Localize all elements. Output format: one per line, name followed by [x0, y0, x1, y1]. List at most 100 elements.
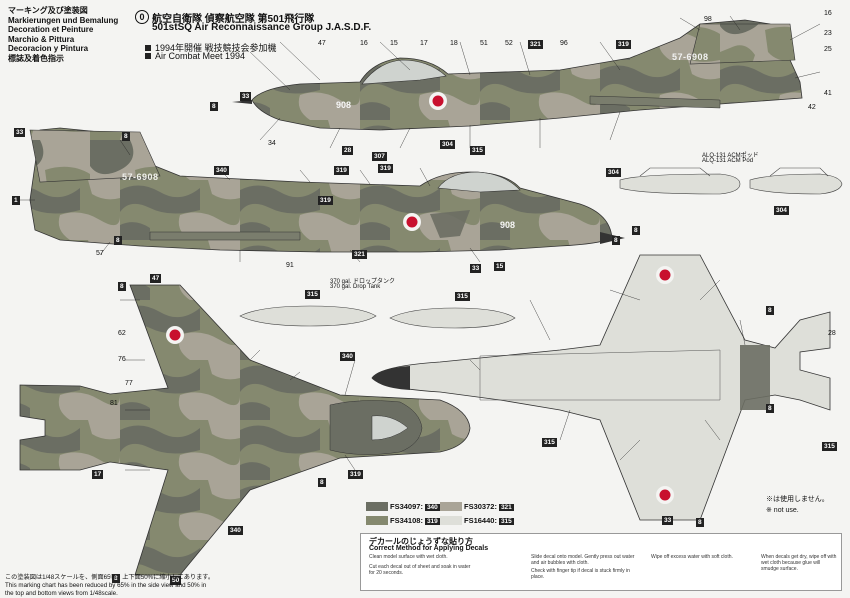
acm-pod-label-en: ALQ-131 ACM Pod — [702, 158, 754, 164]
not-use-note-jp: ※は使用しません。 — [766, 496, 829, 503]
callout: 57 — [96, 250, 104, 257]
legend-fs-3: FS34108:319 — [390, 516, 440, 525]
callout: 47 — [318, 40, 326, 47]
legend-swatch-1 — [366, 502, 388, 511]
scheme-number: 0 — [135, 10, 149, 24]
decal-step-2: Cut each decal out of sheet and soak in … — [369, 564, 471, 576]
decal-step-6: When decals get dry, wipe off with wet c… — [761, 554, 837, 572]
decal-method-title-jp: デカールのじょうずな貼り方 — [369, 537, 473, 546]
callout: 51 — [480, 40, 488, 47]
subtitle-jp: 1994年開催 戦技競技会参加機 — [145, 41, 277, 54]
callout: 321 — [352, 250, 367, 259]
callout: 33 — [240, 92, 252, 101]
callout: 307 — [372, 152, 387, 161]
header-line-jp: マーキング及び塗装図 — [8, 6, 88, 15]
callout: 340 — [228, 526, 243, 535]
subtitle-en-text: Air Combat Meet 1994 — [155, 51, 246, 61]
callout: 304 — [440, 140, 455, 149]
callout: 23 — [824, 30, 832, 37]
serial-mid-side: 57-6908 — [122, 172, 159, 182]
callout: 340 — [340, 352, 355, 361]
leader-lines — [20, 15, 821, 471]
callout: 319 — [616, 40, 631, 49]
callout: 98 — [704, 16, 712, 23]
callout: 8 — [766, 306, 774, 315]
legend-swatch-2 — [440, 502, 462, 511]
header-line-cn: 標誌及着色指示 — [8, 53, 64, 63]
callout: 319 — [318, 196, 333, 205]
title-jp: 航空自衛隊 偵察航空隊 第501飛行隊 — [152, 14, 315, 25]
callout: 28 — [828, 330, 836, 337]
side-view-lower — [29, 127, 625, 253]
callout: 52 — [505, 40, 513, 47]
callout: 50 — [170, 576, 182, 585]
legend-fs-2: FS30372:321 — [464, 502, 514, 511]
callout: 33 — [470, 264, 482, 273]
callout: 77 — [125, 380, 133, 387]
callout: 8 — [112, 574, 120, 583]
callout: 28 — [342, 146, 354, 155]
callout: 319 — [378, 164, 393, 173]
acm-pod-code-right: 304 — [774, 206, 789, 215]
callout: 34 — [268, 140, 276, 147]
callout: 17 — [420, 40, 428, 47]
callout: 8 — [122, 132, 130, 141]
tail-number-mid: 908 — [500, 220, 516, 230]
acm-pod-label-jp: ALQ-131 ACMポッド — [702, 153, 759, 159]
callout: 33 — [662, 516, 674, 525]
side-view-upper — [232, 19, 803, 131]
callout: 315 — [542, 438, 557, 447]
serial-top-side: 57-6908 — [672, 52, 709, 62]
callout: 16 — [824, 10, 832, 17]
drop-tank-views — [239, 305, 516, 329]
callout: 8 — [318, 478, 326, 487]
subtitle-en: Air Combat Meet 1994 — [145, 51, 245, 61]
callout: 25 — [824, 46, 832, 53]
callout: 8 — [210, 102, 218, 111]
callout: 8 — [696, 518, 704, 527]
decal-method-title-en: Correct Method for Applying Decals — [369, 545, 489, 552]
subtitle-jp-text: 1994年開催 戦技競技会参加機 — [155, 43, 277, 53]
callout: 76 — [118, 356, 126, 363]
callout: 319 — [348, 470, 363, 479]
scale-note-jp: この塗装図は1/48スケールを、側面65%、上下面50%に縮小してあります。 — [5, 574, 215, 581]
title-en: 501stSQ Air Reconnaissance Group J.A.S.D… — [152, 22, 372, 33]
callout: 8 — [766, 404, 774, 413]
decal-method-box: デカールのじょうずな貼り方 Correct Method for Applyin… — [360, 533, 842, 591]
header-line-de: Markierungen und Bemalung — [8, 15, 119, 25]
callout: 15 — [494, 262, 506, 271]
callout: 8 — [118, 282, 126, 291]
header-line-es: Decoracion y Pintura — [8, 44, 89, 53]
callout: 321 — [528, 40, 543, 49]
bullet-icon — [145, 53, 151, 59]
acm-pod-code-left: 304 — [606, 168, 621, 177]
plan-view-top — [19, 284, 471, 576]
callout: 319 — [334, 166, 349, 175]
callout: 15 — [390, 40, 398, 47]
decal-step-1: Clean model surface with wet cloth. — [369, 554, 448, 560]
callout: 8 — [114, 236, 122, 245]
legend-swatch-3 — [366, 516, 388, 525]
callout: 33 — [14, 128, 26, 137]
callout: 315 — [470, 146, 485, 155]
tail-number-top: 908 — [336, 100, 352, 110]
plan-view-bottom — [371, 254, 831, 521]
acm-pod-views — [619, 167, 843, 195]
callout: 18 — [450, 40, 458, 47]
legend-fs-1: FS34097:340 — [390, 502, 440, 511]
callout: 8 — [612, 236, 620, 245]
bullet-icon — [145, 45, 151, 51]
callout: 16 — [360, 40, 368, 47]
header-line-fr: Decoration et Peinture — [8, 25, 94, 34]
decal-step-4: Check with finger tip if decal is stuck … — [531, 568, 630, 580]
callout: 42 — [808, 104, 816, 111]
decal-step-5: Wipe off excess water with soft cloth. — [651, 554, 733, 560]
drop-tank-code-left: 315 — [305, 290, 320, 299]
callout: 315 — [822, 442, 837, 451]
callout: 91 — [286, 262, 294, 269]
callout: 340 — [214, 166, 229, 175]
drop-tank-code-right: 315 — [455, 292, 470, 301]
scale-note-en-1: This marking chart has been reduced by 6… — [5, 582, 207, 589]
not-use-note-en: ※ not use. — [766, 507, 799, 514]
